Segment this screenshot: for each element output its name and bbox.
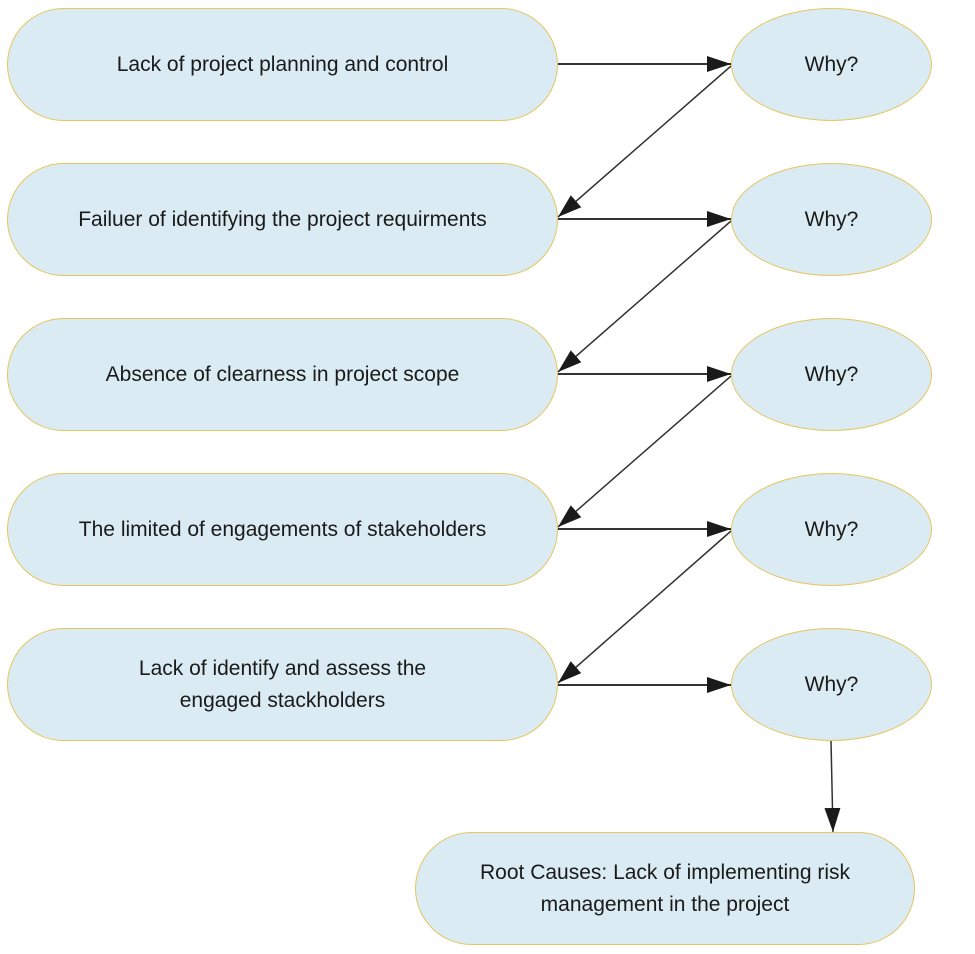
why-node-3: Why? [731, 318, 932, 431]
why-node-5: Why? [731, 628, 932, 741]
root-cause-node: Root Causes: Lack of implementing risk m… [415, 832, 915, 945]
why-node-1: Why? [731, 8, 932, 121]
arrow-why3-to-cause4 [557, 375, 732, 528]
cause-node-5: Lack of identify and assess the engaged … [7, 628, 558, 741]
why-label-3: Why? [804, 362, 859, 386]
cause-label-1: Lack of project planning and control [116, 52, 449, 76]
why-label-5: Why? [804, 672, 859, 696]
cause-label-2: Failuer of identifying the project requi… [78, 207, 487, 231]
cause-label-4: The limited of engagements of stakeholde… [78, 517, 487, 541]
root-cause-label: Root Causes: Lack of implementing risk m… [480, 860, 850, 916]
cause-node-2: Failuer of identifying the project requi… [7, 163, 558, 276]
why-node-2: Why? [731, 163, 932, 276]
arrow-why5-to-root [824, 740, 841, 833]
arrow-why2-to-cause3 [557, 220, 732, 373]
cause-node-3: Absence of clearness in project scope [7, 318, 558, 431]
why-label-1: Why? [804, 52, 859, 76]
cause-label-5: Lack of identify and assess the engaged … [138, 656, 427, 712]
arrow-why1-to-cause2 [557, 65, 732, 218]
cause-node-4: The limited of engagements of stakeholde… [7, 473, 558, 586]
why-node-4: Why? [731, 473, 932, 586]
cause-node-1: Lack of project planning and control [7, 8, 558, 121]
arrow-why4-to-cause5 [557, 530, 732, 684]
why-label-2: Why? [804, 207, 859, 231]
why-label-4: Why? [804, 517, 859, 541]
cause-label-3: Absence of clearness in project scope [105, 362, 460, 386]
